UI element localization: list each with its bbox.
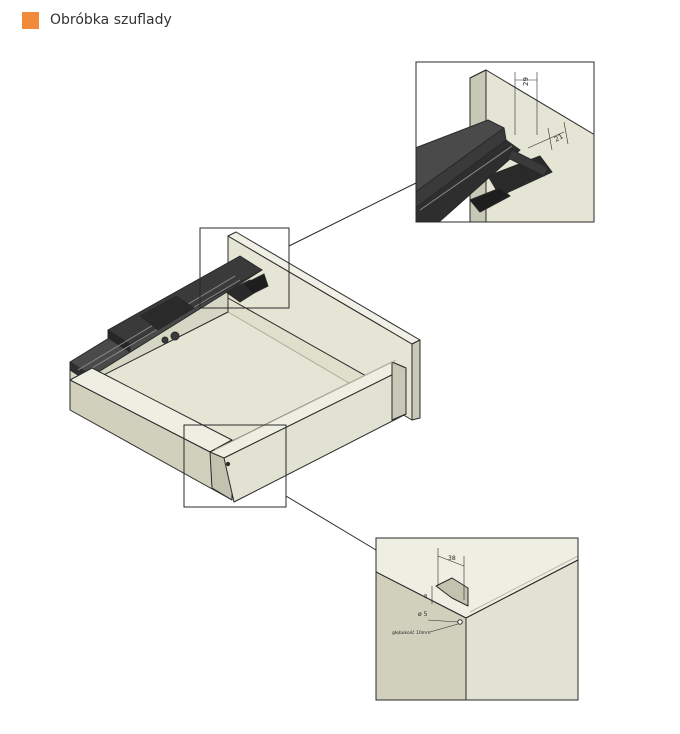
detail-top-view: 29 21	[415, 61, 595, 223]
detail-bottom-view: 38 8 ø 5 głębokość 10mm	[375, 537, 579, 701]
callout-box-bottom	[183, 424, 287, 508]
detail-top-dim-21: 21	[553, 132, 565, 143]
orange-square-icon	[22, 11, 39, 29]
drawer-slide-rail	[69, 255, 263, 385]
detail-bottom-dim-38: 38	[448, 555, 456, 562]
detail-bottom-dim-8: 8	[424, 594, 427, 600]
detail-bottom-hole-depth: głębokość 10mm	[392, 629, 430, 636]
header: Obróbka szuflady	[22, 10, 172, 30]
hole-marker	[225, 461, 231, 467]
drawer-clip	[225, 273, 269, 303]
page-title: Obróbka szuflady	[50, 12, 172, 28]
detail-bottom-notch	[435, 577, 469, 607]
detail-bottom-hole	[457, 619, 463, 625]
callout-box-top	[199, 227, 290, 309]
detail-bottom-front-face	[376, 571, 467, 700]
back-panel-side	[411, 339, 421, 421]
right-side-end	[391, 361, 407, 421]
leader-line-top	[288, 182, 417, 247]
detail-top-dim-29: 29	[522, 77, 530, 86]
detail-bottom-hole-diameter: ø 5	[418, 611, 428, 618]
drawer-main	[69, 231, 421, 503]
leader-line-bottom	[285, 495, 377, 551]
